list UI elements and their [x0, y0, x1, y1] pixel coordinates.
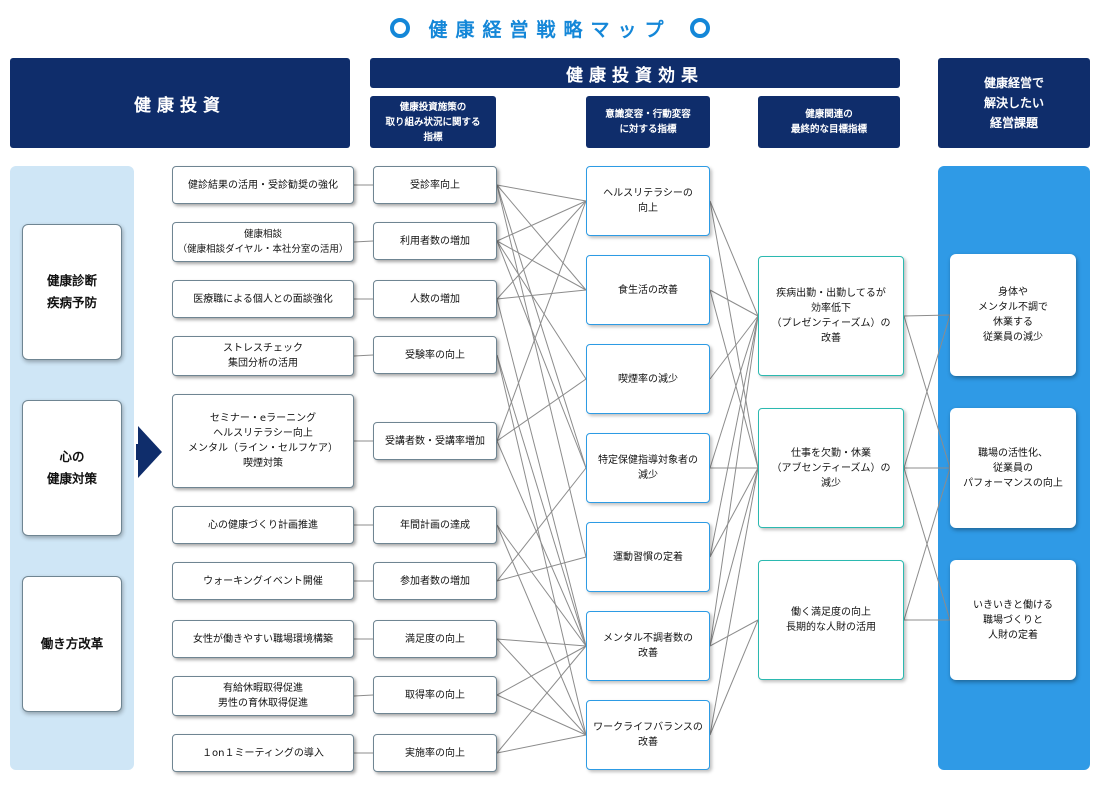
indicator-card: 受講者数・受講率増加: [373, 422, 497, 460]
indicator-behavior-connector: [496, 734, 587, 754]
behavior-card: 食生活の改善: [586, 255, 710, 325]
measure-card: セミナー・eラーニング ヘルスリテラシー向上 メンタル（ライン・セルフケア） 喫…: [172, 394, 354, 488]
indicator-behavior-connector: [496, 645, 587, 754]
circle-icon: [390, 18, 411, 38]
indicator-behavior-connector: [496, 354, 587, 647]
header-behavior-indicator: 意識変容・行動変容 に対する指標: [586, 96, 710, 148]
indicator-behavior-connector: [496, 524, 587, 736]
indicator-behavior-connector: [496, 524, 587, 647]
indicator-behavior-connector: [496, 240, 587, 291]
goal-card: 仕事を欠勤・休業 （アブセンティーズム）の 減少: [758, 408, 904, 528]
indicator-behavior-connector: [496, 440, 587, 647]
right-arrow-icon: [138, 426, 162, 478]
measure-indicator-connector: [353, 240, 374, 243]
header-effect: 健康投資効果: [370, 58, 900, 88]
indicator-behavior-connector: [496, 638, 587, 736]
header-investment: 健康投資: [10, 58, 350, 148]
behavior-goal-connector: [709, 200, 759, 469]
circle-icon: [689, 18, 710, 38]
indicator-card: 受験率の向上: [373, 336, 497, 374]
page-title: 健康経営戦略マップ: [428, 18, 672, 41]
behavior-goal-connector: [709, 315, 759, 469]
behavior-goal-connector: [709, 315, 759, 380]
indicator-behavior-connector: [496, 289, 587, 300]
indicator-behavior-connector: [496, 200, 587, 300]
indicator-behavior-connector: [496, 354, 587, 736]
indicator-card: 人数の増加: [373, 280, 497, 318]
indicator-behavior-connector: [496, 240, 587, 469]
behavior-card: 喫煙率の減少: [586, 344, 710, 414]
indicator-behavior-connector: [496, 200, 587, 242]
indicator-behavior-connector: [496, 184, 587, 469]
measure-card: 女性が働きやすい職場環境構築: [172, 620, 354, 658]
measure-card: 健診結果の活用・受診勧奨の強化: [172, 166, 354, 204]
goal-issue-connector: [903, 467, 951, 621]
indicator-behavior-connector: [496, 184, 587, 291]
header-goal-indicator: 健康関連の 最終的な目標指標: [758, 96, 900, 148]
indicator-card: 取得率の向上: [373, 676, 497, 714]
indicator-behavior-connector: [496, 298, 587, 647]
behavior-goal-connector: [709, 619, 759, 736]
behavior-card: メンタル不調者数の 改善: [586, 611, 710, 681]
indicator-card: 受診率向上: [373, 166, 497, 204]
measure-card: 有給休暇取得促進 男性の育休取得促進: [172, 676, 354, 716]
behavior-card: 特定保健指導対象者の 減少: [586, 433, 710, 503]
behavior-card: ワークライフバランスの 改善: [586, 700, 710, 770]
goal-issue-connector: [903, 314, 951, 469]
indicator-behavior-connector: [496, 184, 587, 202]
behavior-goal-connector: [709, 619, 759, 647]
behavior-card: ヘルスリテラシーの 向上: [586, 166, 710, 236]
category-card: 働き方改革: [22, 576, 122, 712]
measure-card: 医療職による個人との面談強化: [172, 280, 354, 318]
goal-card: 疾病出勤・出勤してるが 効率低下 （プレゼンティーズム）の 改善: [758, 256, 904, 376]
behavior-card: 運動習慣の定着: [586, 522, 710, 592]
measure-card: 健康相談 （健康相談ダイヤル・本社分室の活用）: [172, 222, 354, 262]
header-issues: 健康経営で 解決したい 経営課題: [938, 58, 1090, 148]
issue-card: いきいきと働ける 職場づくりと 人財の定着: [950, 560, 1076, 680]
behavior-goal-connector: [709, 467, 759, 558]
behavior-goal-connector: [709, 467, 759, 736]
indicator-behavior-connector: [496, 645, 587, 696]
behavior-goal-connector: [709, 200, 759, 317]
category-card: 健康診断 疾病予防: [22, 224, 122, 360]
indicator-behavior-connector: [496, 638, 587, 647]
measure-indicator-connector: [353, 354, 374, 357]
indicator-behavior-connector: [496, 240, 587, 380]
indicator-card: 利用者数の増加: [373, 222, 497, 260]
issue-card: 職場の活性化、 従業員の パフォーマンスの向上: [950, 408, 1076, 528]
indicator-card: 年間計画の達成: [373, 506, 497, 544]
goal-card: 働く満足度の向上 長期的な人財の活用: [758, 560, 904, 680]
goal-issue-connector: [903, 314, 951, 317]
measure-card: 心の健康づくり計画推進: [172, 506, 354, 544]
indicator-card: 満足度の向上: [373, 620, 497, 658]
indicator-card: 参加者数の増加: [373, 562, 497, 600]
indicator-behavior-connector: [496, 694, 587, 736]
behavior-goal-connector: [709, 467, 759, 647]
header-policy-indicator: 健康投資施策の 取り組み状況に関する 指標: [370, 96, 496, 148]
behavior-goal-connector: [709, 315, 759, 558]
indicator-behavior-connector: [496, 184, 587, 558]
behavior-goal-connector: [709, 289, 759, 469]
measure-card: ストレスチェック 集団分析の活用: [172, 336, 354, 376]
indicator-behavior-connector: [496, 200, 587, 442]
behavior-goal-connector: [709, 289, 759, 317]
category-card: 心の 健康対策: [22, 400, 122, 536]
indicator-behavior-connector: [496, 378, 587, 442]
indicator-card: 実施率の向上: [373, 734, 497, 772]
title-row: 健康経営戦略マップ: [0, 8, 1100, 48]
behavior-goal-connector: [709, 315, 759, 647]
measure-indicator-connector: [353, 694, 374, 697]
issue-card: 身体や メンタル不調で 休業する 従業員の減少: [950, 254, 1076, 376]
indicator-behavior-connector: [496, 556, 587, 582]
measure-card: ウォーキングイベント開催: [172, 562, 354, 600]
measure-card: １on１ミーティングの導入: [172, 734, 354, 772]
indicator-behavior-connector: [496, 467, 587, 582]
